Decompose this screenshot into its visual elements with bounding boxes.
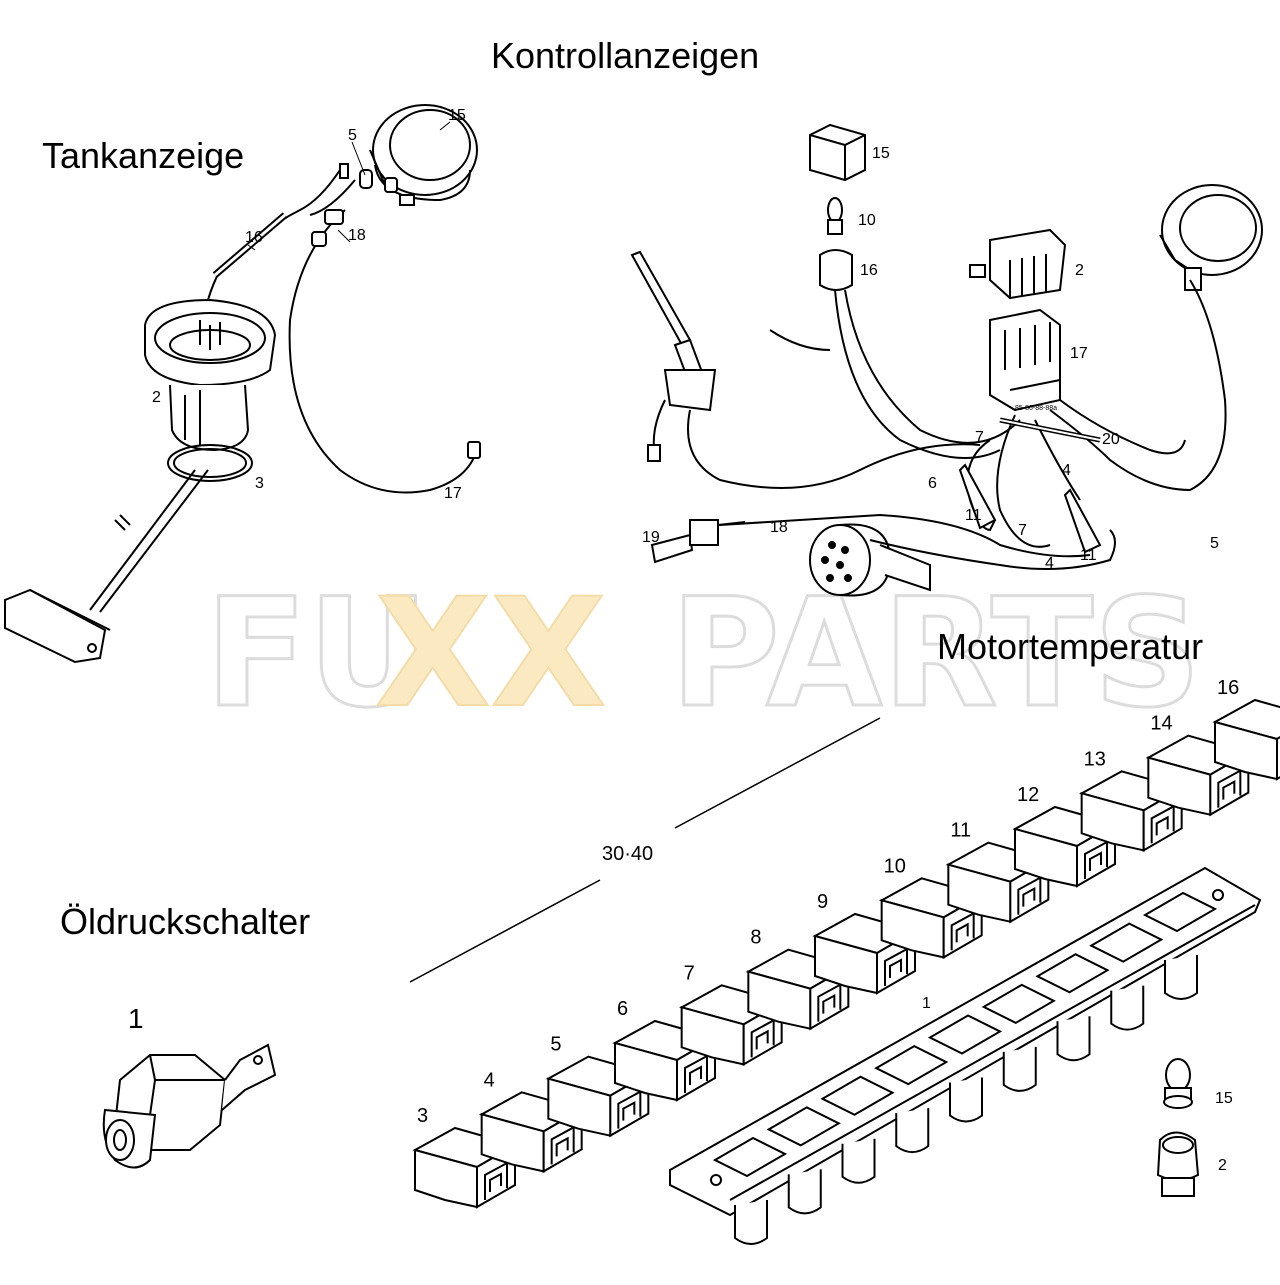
spare-socket [1156, 1131, 1200, 1197]
callout-wiring-16: 16 [860, 262, 878, 279]
callout-wiring-7b: 7 [1018, 522, 1027, 539]
callout-fuel-17: 17 [444, 485, 462, 502]
main-title: Kontrollanzeigen [491, 35, 760, 76]
indicator-unit-16 [1212, 698, 1280, 781]
fuel-gauge-title: Tankanzeige [42, 135, 245, 176]
panel-socket [734, 1200, 768, 1245]
callout-unit-6: 6 [617, 998, 628, 1020]
callout-wiring-15: 15 [872, 145, 890, 162]
fuel-gauge-instrument [359, 104, 478, 206]
callout-unit-10: 10 [884, 855, 906, 877]
indicator-units [412, 698, 1280, 1209]
callout-unit-5: 5 [550, 1034, 561, 1056]
callout-wiring-4b: 4 [1045, 555, 1054, 572]
callout-strip-2: 2 [1218, 1157, 1227, 1174]
watermark-text-parts: PARTS [670, 567, 1201, 741]
indicator-strip-assembly [409, 698, 1280, 1245]
panel-window [766, 1106, 841, 1147]
panel-socket [1164, 955, 1198, 1000]
callout-unit-12: 12 [1017, 784, 1039, 806]
indicator-panel-frame [669, 866, 1262, 1245]
callout-unit-4: 4 [484, 1069, 495, 1091]
callout-wiring-7a: 7 [975, 429, 984, 446]
watermark: FU XX PARTS [204, 566, 1203, 743]
wiring-callouts: 15 10 16 2 17 85-86-88-88a 7 20 6 4 11 7… [642, 145, 1219, 572]
panel-window [712, 1136, 788, 1178]
callout-unit-16: 16 [1217, 677, 1239, 699]
callout-strip-15: 15 [1215, 1090, 1233, 1107]
watermark-text-xx: XX [375, 567, 606, 741]
panel-window [820, 1075, 895, 1116]
callout-wiring-17: 17 [1070, 345, 1088, 362]
panel-socket [895, 1108, 930, 1154]
callout-unit-11: 11 [950, 820, 971, 842]
callout-wiring-2: 2 [1075, 262, 1084, 279]
callout-fuel-16: 16 [245, 229, 263, 246]
oil-pressure-switch [102, 1043, 277, 1169]
callout-unit-9: 9 [817, 891, 828, 913]
callout-wiring-11b: 11 [1080, 547, 1097, 564]
wiring-harness-assembly [630, 123, 1263, 597]
callout-fuel-15: 15 [448, 107, 466, 124]
callout-wiring-5: 5 [1210, 535, 1219, 552]
panel-socket [1056, 1016, 1091, 1062]
panel-window [981, 983, 1056, 1025]
panel-window [927, 1014, 1003, 1055]
panel-lamp-sockets [734, 955, 1198, 1245]
callout-oil-1: 1 [128, 1003, 144, 1034]
callout-unit-3: 3 [417, 1105, 428, 1127]
callout-wiring-20: 20 [1102, 431, 1120, 448]
callout-unit-7: 7 [684, 962, 695, 984]
panel-socket [787, 1169, 822, 1215]
callout-strip-1: 1 [922, 995, 931, 1012]
fuel-sender-unit [144, 298, 277, 482]
callout-unit-14: 14 [1150, 713, 1172, 735]
fuel-gauge-callouts: 5 15 16 18 2 3 17 [152, 107, 466, 502]
callout-wiring-11a: 11 [965, 507, 982, 524]
dimension-label: 30·40 [602, 843, 653, 865]
watermark-text-fu: FU [205, 567, 429, 741]
callout-wiring-4a: 4 [1062, 462, 1071, 479]
oil-pressure-switch-title: Öldruckschalter [60, 901, 311, 942]
panel-socket [841, 1138, 876, 1184]
strip-callouts: 30·40 1 15 2 3 4 5 6 7 8 9 10 11 12 13 14 16 [417, 677, 1239, 1174]
panel-window [874, 1044, 949, 1086]
callout-fuel-3: 3 [255, 475, 264, 492]
panel-window [1089, 922, 1164, 963]
spare-bulb [1163, 1058, 1193, 1109]
fuel-gauge-assembly [4, 104, 481, 664]
callout-unit-8: 8 [750, 927, 761, 949]
panel-window [1142, 891, 1218, 933]
callout-wiring-10: 10 [858, 212, 876, 229]
engine-temperature-title: Motortemperatur [937, 626, 1204, 667]
panel-window [1035, 953, 1110, 994]
callout-wiring-18: 18 [770, 519, 788, 536]
panel-socket [949, 1077, 983, 1123]
relay-code: 85-86-88-88a [1015, 405, 1057, 412]
callout-wiring-19: 19 [642, 529, 660, 546]
callout-wiring-6: 6 [928, 475, 937, 492]
panel-socket [1002, 1046, 1037, 1092]
callout-fuel-2: 2 [152, 389, 161, 406]
callout-fuel-5: 5 [348, 127, 357, 144]
panel-windows [712, 891, 1218, 1178]
callout-fuel-18: 18 [348, 227, 366, 244]
callout-unit-13: 13 [1084, 748, 1106, 770]
panel-socket [1110, 985, 1145, 1031]
